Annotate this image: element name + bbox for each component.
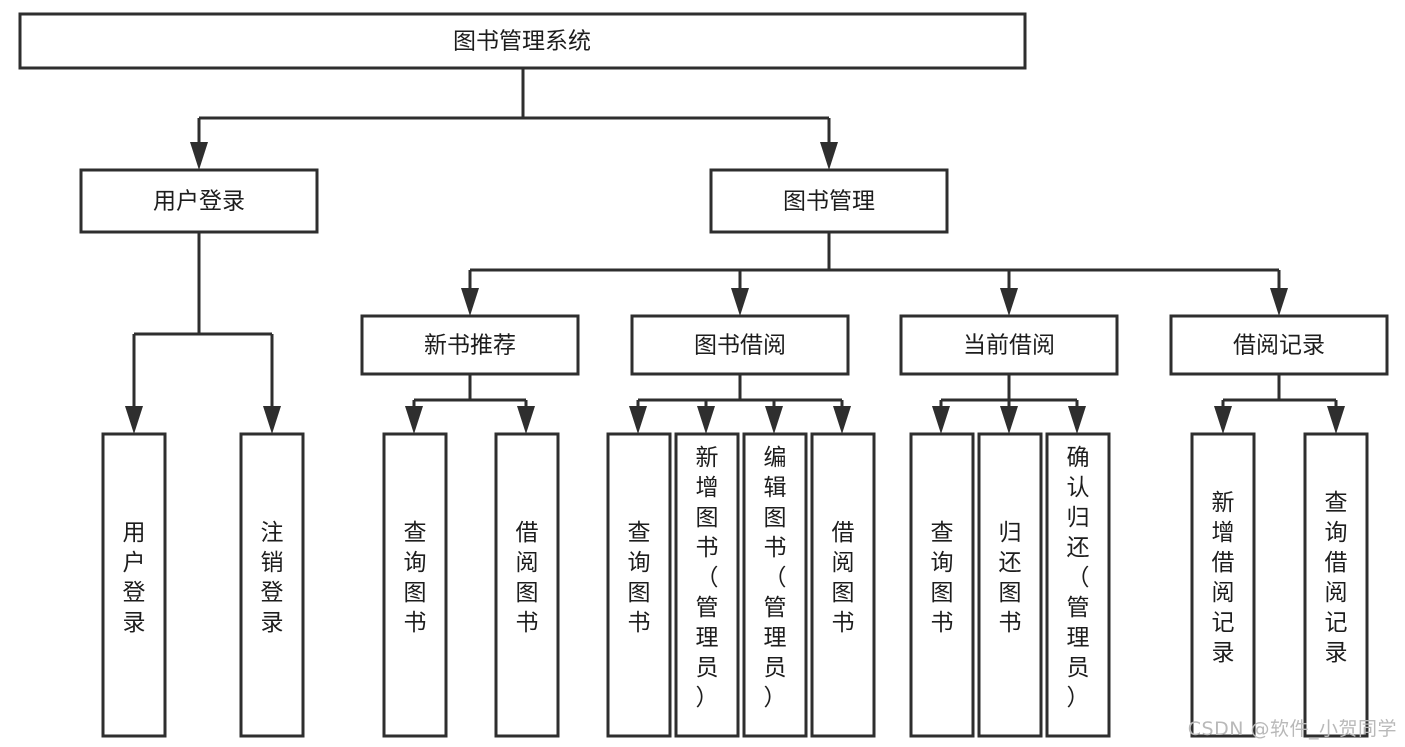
leaf-return-book[interactable]: 归还图书 bbox=[977, 432, 1043, 738]
leaf-query-record-label: 查询借阅记录 bbox=[1325, 490, 1348, 666]
leaf-add-record[interactable]: 新增借阅记录 bbox=[1190, 432, 1256, 738]
arrow-head-leaf-borrow-book-1 bbox=[517, 406, 535, 434]
leaf-edit-book-box[interactable] bbox=[742, 432, 808, 738]
arrow-head-leaf-borrow-book-2 bbox=[833, 406, 851, 434]
arrow-head-leaf-user-login bbox=[125, 406, 143, 434]
leaf-add-book[interactable]: 新增图书（管理员） bbox=[674, 432, 740, 738]
node-user-login[interactable]: 用户登录 bbox=[79, 168, 319, 234]
node-new-book-recommend-label: 新书推荐 bbox=[424, 333, 516, 359]
leaf-user-logout-label: 注销登录 bbox=[261, 520, 284, 636]
leaf-edit-book[interactable]: 编辑图书（管理员） bbox=[742, 432, 808, 738]
node-current-borrow-label: 当前借阅 bbox=[963, 333, 1055, 359]
node-user-login-box[interactable] bbox=[79, 168, 319, 234]
node-user-login-label: 用户登录 bbox=[153, 189, 245, 215]
leaf-add-record-box[interactable] bbox=[1190, 432, 1256, 738]
arrow-head-leaf-add-record bbox=[1214, 406, 1232, 434]
arrow-head-leaf-query-record bbox=[1327, 406, 1345, 434]
leaf-borrow-book-2-box[interactable] bbox=[810, 432, 876, 738]
node-root[interactable]: 图书管理系统 bbox=[18, 12, 1027, 70]
arrow-head-leaf-user-logout bbox=[263, 406, 281, 434]
node-book-borrow-label: 图书借阅 bbox=[694, 333, 786, 359]
leaf-query-record-box[interactable] bbox=[1303, 432, 1369, 738]
leaf-query-book-1-label: 查询图书 bbox=[404, 520, 427, 636]
leaf-query-book-3[interactable]: 查询图书 bbox=[909, 432, 975, 738]
node-new-book-recommend[interactable]: 新书推荐 bbox=[360, 314, 580, 376]
arrow-head-book-manage bbox=[820, 142, 838, 170]
arrow-head-borrow-record bbox=[1270, 288, 1288, 316]
leaf-confirm-return-label: 确认归还（管理员） bbox=[1067, 445, 1090, 711]
leaf-query-book-2[interactable]: 查询图书 bbox=[606, 432, 672, 738]
watermark-text: CSDN @软件_小贺同学 bbox=[1187, 718, 1397, 740]
leaf-borrow-book-2[interactable]: 借阅图书 bbox=[810, 432, 876, 738]
leaf-query-book-2-label: 查询图书 bbox=[628, 520, 651, 636]
leaf-user-login[interactable]: 用户登录 bbox=[101, 432, 167, 738]
arrow-head-leaf-add-book bbox=[697, 406, 715, 434]
leaf-user-login-box[interactable] bbox=[101, 432, 167, 738]
node-book-borrow[interactable]: 图书借阅 bbox=[630, 314, 850, 376]
arrow-head-new-book-recommend bbox=[461, 288, 479, 316]
leaf-user-login-label: 用户登录 bbox=[123, 520, 146, 636]
node-borrow-record-label: 借阅记录 bbox=[1233, 333, 1325, 359]
leaf-query-book-1-box[interactable] bbox=[382, 432, 448, 738]
arrow-head-leaf-query-book-3 bbox=[932, 406, 950, 434]
leaf-return-book-label: 归还图书 bbox=[999, 520, 1022, 636]
node-book-manage-box[interactable] bbox=[709, 168, 949, 234]
arrow-head-leaf-confirm-return bbox=[1068, 406, 1086, 434]
leaf-user-logout[interactable]: 注销登录 bbox=[239, 432, 305, 738]
leaf-confirm-return[interactable]: 确认归还（管理员） bbox=[1045, 432, 1111, 738]
node-book-manage-label: 图书管理 bbox=[783, 189, 875, 215]
node-root-box[interactable] bbox=[18, 12, 1027, 70]
leaf-edit-book-label: 编辑图书（管理员） bbox=[764, 445, 787, 711]
node-book-manage[interactable]: 图书管理 bbox=[709, 168, 949, 234]
leaf-add-record-label: 新增借阅记录 bbox=[1212, 490, 1235, 666]
leaf-add-book-label: 新增图书（管理员） bbox=[696, 445, 719, 711]
arrow-head-user-login bbox=[190, 142, 208, 170]
leaf-add-book-box[interactable] bbox=[674, 432, 740, 738]
arrow-head-leaf-return-book bbox=[1000, 406, 1018, 434]
node-current-borrow[interactable]: 当前借阅 bbox=[899, 314, 1119, 376]
node-book-borrow-box[interactable] bbox=[630, 314, 850, 376]
connector-layer bbox=[125, 68, 1345, 434]
node-borrow-record[interactable]: 借阅记录 bbox=[1169, 314, 1389, 376]
arrow-head-leaf-query-book-1 bbox=[405, 406, 423, 434]
leaf-return-book-box[interactable] bbox=[977, 432, 1043, 738]
node-current-borrow-box[interactable] bbox=[899, 314, 1119, 376]
leaf-query-book-3-box[interactable] bbox=[909, 432, 975, 738]
arrow-head-book-borrow bbox=[731, 288, 749, 316]
leaf-confirm-return-box[interactable] bbox=[1045, 432, 1111, 738]
node-new-book-recommend-box[interactable] bbox=[360, 314, 580, 376]
leaf-query-book-2-box[interactable] bbox=[606, 432, 672, 738]
leaf-borrow-book-2-label: 借阅图书 bbox=[832, 520, 855, 636]
leaf-user-logout-box[interactable] bbox=[239, 432, 305, 738]
arrow-head-leaf-edit-book bbox=[765, 406, 783, 434]
leaf-query-book-3-label: 查询图书 bbox=[931, 520, 954, 636]
node-borrow-record-box[interactable] bbox=[1169, 314, 1389, 376]
node-root-label: 图书管理系统 bbox=[453, 29, 591, 55]
leaf-borrow-book-1-label: 借阅图书 bbox=[516, 520, 539, 636]
arrow-head-current-borrow bbox=[1000, 288, 1018, 316]
arrow-head-leaf-query-book-2 bbox=[629, 406, 647, 434]
leaf-query-book-1[interactable]: 查询图书 bbox=[382, 432, 448, 738]
leaf-borrow-book-1-box[interactable] bbox=[494, 432, 560, 738]
leaf-borrow-book-1[interactable]: 借阅图书 bbox=[494, 432, 560, 738]
leaf-query-record[interactable]: 查询借阅记录 bbox=[1303, 432, 1369, 738]
